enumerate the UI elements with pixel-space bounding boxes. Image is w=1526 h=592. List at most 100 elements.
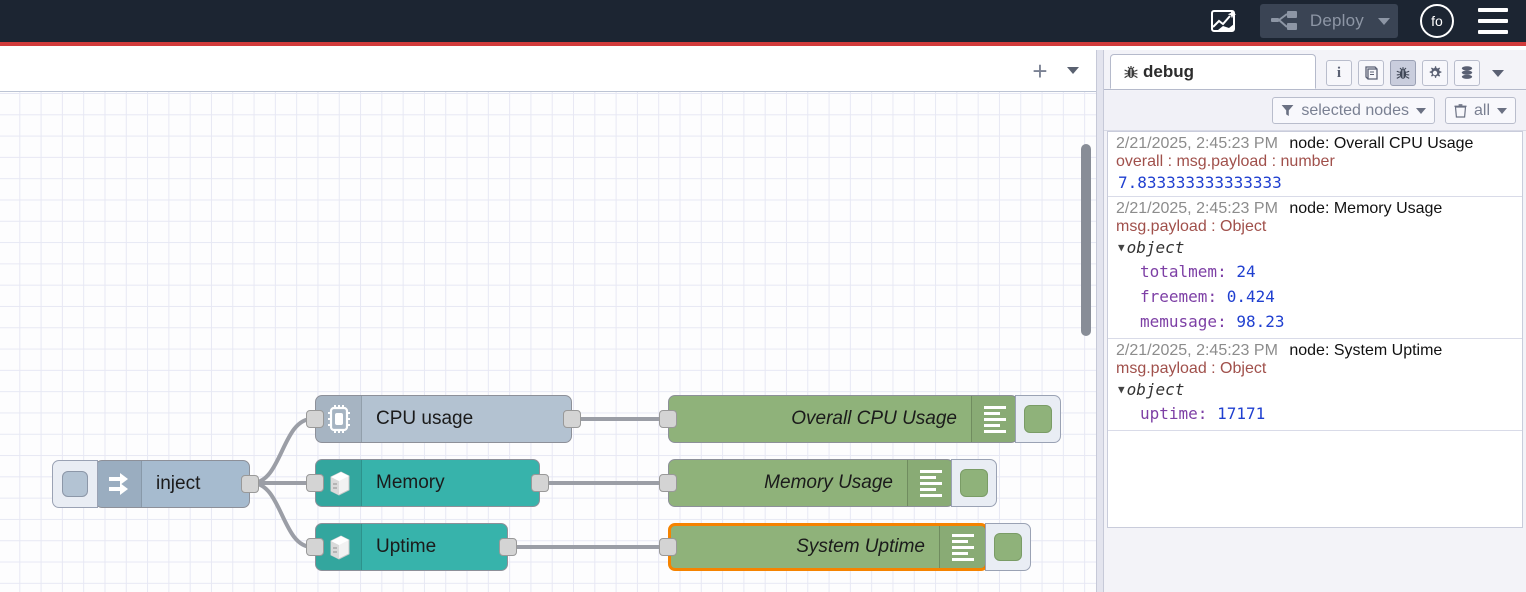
debug-object-property: freemem: 0.424 bbox=[1140, 287, 1275, 306]
debug-toggle-button[interactable] bbox=[985, 523, 1031, 571]
debug-property-value: 0.424 bbox=[1226, 287, 1275, 306]
config-gear-icon[interactable] bbox=[1422, 60, 1448, 86]
microchip-icon bbox=[327, 405, 350, 433]
chevron-down-icon bbox=[1492, 69, 1504, 77]
trash-icon bbox=[1454, 103, 1467, 118]
flow-tab-menu-button[interactable] bbox=[1062, 57, 1084, 85]
flow-node-inject[interactable]: inject bbox=[52, 460, 259, 508]
debug-timestamp: 2/21/2025, 2:45:23 PM bbox=[1116, 200, 1278, 217]
debug-bug-icon[interactable] bbox=[1390, 60, 1416, 86]
node-label: Uptime bbox=[376, 536, 437, 557]
debug-lines-icon bbox=[907, 460, 953, 506]
workspace: + bbox=[0, 50, 1096, 592]
sidebar-more-menu-button[interactable] bbox=[1488, 60, 1508, 86]
node-label: Memory Usage bbox=[764, 472, 893, 493]
triangle-down-icon: ▼ bbox=[1118, 383, 1125, 396]
debug-enabled-pad bbox=[1024, 405, 1052, 433]
debug-topic: msg.payload : Object bbox=[1116, 360, 1267, 377]
debug-filter-row: selected nodes all bbox=[1104, 91, 1526, 131]
node-label: inject bbox=[156, 473, 201, 494]
flow-node-uptime[interactable]: Uptime bbox=[306, 523, 517, 571]
inject-arrow-icon bbox=[108, 473, 128, 495]
debug-object-label: object bbox=[1126, 380, 1185, 399]
debug-lines-icon bbox=[971, 396, 1017, 442]
debug-object-property: uptime: 17171 bbox=[1140, 404, 1266, 423]
debug-clear-button[interactable]: all bbox=[1444, 97, 1516, 124]
debug-topic: msg.payload : Object bbox=[1116, 218, 1267, 235]
debug-property-key: uptime bbox=[1140, 404, 1198, 423]
info-icon[interactable]: i bbox=[1326, 60, 1352, 86]
debug-message-list[interactable]: 2/21/2025, 2:45:23 PM node: Overall CPU … bbox=[1107, 131, 1523, 528]
debug-object-property: totalmem: 24 bbox=[1140, 262, 1256, 281]
sidebar-tab-row: debug i bbox=[1104, 50, 1526, 90]
debug-message[interactable]: 2/21/2025, 2:45:23 PM node: Memory Usage… bbox=[1108, 197, 1522, 339]
node-input-port[interactable] bbox=[306, 474, 324, 492]
flow-node-cpu-usage[interactable]: CPU usage bbox=[306, 395, 581, 443]
inject-trigger-button[interactable] bbox=[52, 460, 98, 508]
node-label: CPU usage bbox=[376, 408, 474, 429]
avatar-initials: fo bbox=[1431, 13, 1443, 29]
debug-toggle-button[interactable] bbox=[951, 459, 997, 507]
deploy-button[interactable]: Deploy bbox=[1259, 4, 1398, 38]
debug-timestamp: 2/21/2025, 2:45:23 PM bbox=[1116, 342, 1278, 359]
tab-debug-label: debug bbox=[1143, 61, 1194, 81]
inject-trigger-pad bbox=[62, 471, 88, 497]
debug-message[interactable]: 2/21/2025, 2:45:23 PM node: Overall CPU … bbox=[1108, 132, 1522, 197]
avatar[interactable]: fo bbox=[1420, 4, 1454, 38]
debug-timestamp: 2/21/2025, 2:45:23 PM bbox=[1116, 135, 1278, 152]
debug-source-node[interactable]: node: Memory Usage bbox=[1289, 200, 1443, 217]
tab-debug[interactable]: debug bbox=[1110, 54, 1316, 89]
debug-node-filter-button[interactable]: selected nodes bbox=[1272, 97, 1435, 124]
node-label: System Uptime bbox=[796, 536, 925, 557]
plus-icon: + bbox=[1032, 55, 1048, 86]
node-input-port[interactable] bbox=[306, 410, 324, 428]
chevron-down-icon bbox=[1415, 107, 1426, 114]
node-input-port[interactable] bbox=[659, 538, 677, 556]
debug-message[interactable]: 2/21/2025, 2:45:23 PM node: System Uptim… bbox=[1108, 339, 1522, 431]
node-output-port[interactable] bbox=[241, 475, 259, 493]
debug-source-node[interactable]: node: Overall CPU Usage bbox=[1289, 135, 1474, 152]
node-label: Memory bbox=[376, 472, 445, 493]
debug-topic: overall : msg.payload : number bbox=[1116, 153, 1335, 170]
canvas-scrollbar-thumb[interactable] bbox=[1081, 144, 1091, 336]
hamburger-menu-icon[interactable] bbox=[1478, 8, 1508, 34]
flow-node-memory-usage[interactable]: Memory Usage bbox=[659, 459, 997, 507]
node-output-port[interactable] bbox=[499, 538, 517, 556]
debug-property-key: totalmem bbox=[1140, 262, 1218, 281]
deploy-chevron-down-icon[interactable] bbox=[1378, 17, 1390, 25]
node-input-port[interactable] bbox=[659, 474, 677, 492]
deploy-label: Deploy bbox=[1309, 11, 1364, 30]
node-input-port[interactable] bbox=[306, 538, 324, 556]
debug-property-value: 17171 bbox=[1217, 404, 1266, 423]
debug-object-label: object bbox=[1126, 238, 1185, 257]
add-flow-tab-button[interactable]: + bbox=[1026, 57, 1054, 85]
debug-property-key: memusage bbox=[1140, 312, 1218, 331]
debug-object-toggle[interactable]: ▼object bbox=[1108, 236, 1522, 259]
wire-layer bbox=[250, 417, 669, 549]
node-output-port[interactable] bbox=[531, 474, 549, 492]
flow-node-memory[interactable]: Memory bbox=[306, 459, 549, 507]
node-output-port[interactable] bbox=[563, 410, 581, 428]
flow-assist-sparkle-icon bbox=[1210, 10, 1237, 32]
chevron-down-icon bbox=[1067, 67, 1079, 74]
debug-clear-label: all bbox=[1473, 101, 1490, 119]
node-icon-container bbox=[96, 461, 142, 507]
context-data-icon[interactable] bbox=[1454, 60, 1480, 86]
app-header: Deploy fo bbox=[0, 0, 1526, 46]
flow-canvas[interactable]: inject CPU usage bbox=[0, 92, 1096, 592]
debug-node-filter-label: selected nodes bbox=[1301, 101, 1409, 119]
debug-property-value: 98.23 bbox=[1236, 312, 1285, 331]
sidebar-resize-handle[interactable] bbox=[1096, 50, 1104, 592]
flow-node-overall-cpu-usage[interactable]: Overall CPU Usage bbox=[659, 395, 1061, 443]
debug-object-toggle[interactable]: ▼object bbox=[1108, 378, 1522, 401]
help-book-icon[interactable] bbox=[1358, 60, 1384, 86]
node-input-port[interactable] bbox=[659, 410, 677, 428]
flow-tab-bar: + bbox=[0, 50, 1096, 92]
funnel-icon bbox=[1281, 105, 1294, 116]
debug-toggle-button[interactable] bbox=[1015, 395, 1061, 443]
deploy-flow-icon bbox=[1270, 11, 1297, 30]
flow-node-system-uptime[interactable]: System Uptime bbox=[659, 523, 1031, 571]
debug-property-value: 24 bbox=[1236, 262, 1256, 281]
flow-assist-button[interactable] bbox=[1204, 4, 1244, 38]
debug-source-node[interactable]: node: System Uptime bbox=[1289, 342, 1443, 359]
